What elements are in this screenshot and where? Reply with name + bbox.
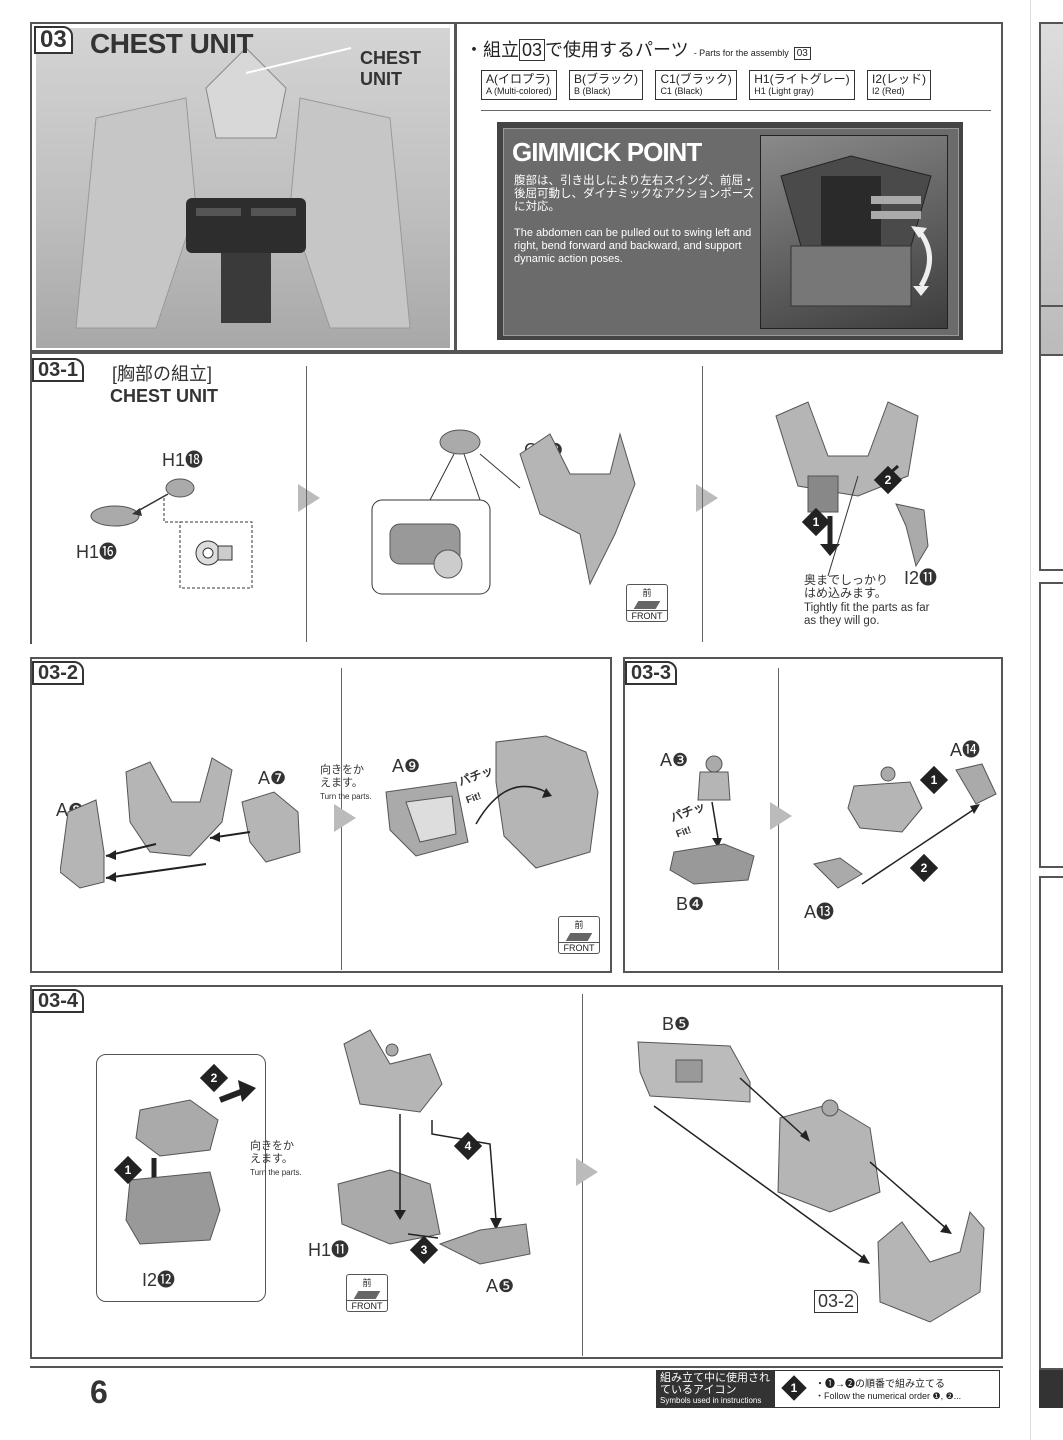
step-03-4-number: 03-4	[32, 989, 85, 1013]
step-03-2-turn-jp: 向きをかえます。	[320, 764, 364, 789]
image-label: CHEST UNIT	[360, 48, 422, 89]
step-03-1-title-jp: [胸部の組立]	[112, 364, 213, 384]
step-03-4-label-i2-12: I2⓬	[142, 1270, 176, 1290]
parts-heading-step: 03	[519, 39, 546, 61]
step-03-1-diagram-b	[371, 429, 636, 595]
step-number: 03	[34, 26, 73, 54]
step-03-2-next-arrow	[334, 804, 356, 832]
step-03-2-label-a9: A❾	[392, 756, 421, 776]
gimmick-inner: GIMMICK POINT 腹部は、引き出しにより左右スイング、前屈・後屈可動し…	[503, 128, 959, 336]
symbols-jp: 組み立て中に使用されているアイコン	[660, 1372, 770, 1396]
footer-divider	[30, 1366, 1003, 1368]
symbols-box: 組み立て中に使用されているアイコン Symbols used in instru…	[656, 1370, 774, 1408]
symbols-en: Symbols used in instructions	[660, 1396, 762, 1405]
step-03-1-next-arrow-1	[298, 484, 320, 512]
step-03-1-number: 03-1	[32, 358, 85, 382]
step-03-3-number: 03-3	[625, 661, 678, 685]
chest-photo	[36, 28, 450, 348]
gimmick-text-jp: 腹部は、引き出しにより左右スイング、前屈・後屈可動し、ダイナミックなアクションポ…	[514, 175, 755, 213]
step-03-4-inset-order-1: 1	[113, 1155, 143, 1185]
parts-item-a: A(イロプラ)A (Multi-colored)	[481, 70, 557, 100]
step-03-3-diagram-a	[669, 755, 755, 885]
gimmick-text-en: The abdomen can be pulled out to swing l…	[514, 227, 752, 265]
gimmick-photo	[760, 135, 948, 329]
step-03-3-order-2: 2	[909, 853, 939, 883]
step-03-2-diagram-b	[385, 735, 599, 869]
order-legend-jp: ・❶→❷の順番で組み立てる	[815, 1379, 945, 1390]
step-03-2-panel	[30, 657, 612, 973]
step-03-3-label-a14: A⓮	[950, 740, 981, 760]
step-03-3-next-arrow	[770, 802, 792, 830]
parts-list: A(イロプラ)A (Multi-colored) B(ブラック)B (Black…	[481, 70, 939, 100]
step-03-1-divider-2	[702, 366, 703, 642]
step-03-4-ref-label: 03-2	[814, 1290, 859, 1313]
step-03-1-order-1: 1	[801, 507, 831, 537]
step-03-1-label-h1-16: H1⓰	[76, 542, 118, 562]
step-03-1-divider-1	[306, 366, 307, 642]
step-03-1-next-arrow-2	[696, 484, 718, 512]
gimmick-title: GIMMICK POINT	[512, 137, 702, 167]
step-03-1-note-en: Tightly fit the parts as far as they wil…	[804, 602, 930, 627]
step-03-1-note-jp: 奥までしっかりはめ込みます。	[804, 573, 889, 600]
section-divider-1	[30, 352, 1003, 354]
step-03-1-order-2: 2	[873, 465, 903, 495]
step-03-4-order-3: 3	[409, 1235, 439, 1265]
step-03-4-order-4: 4	[453, 1131, 483, 1161]
step-03-3-label-a3: A❸	[660, 750, 689, 770]
header-panel: 03 CHEST UNIT CHEST UNIT	[30, 22, 456, 352]
page-number: 6	[90, 1374, 108, 1410]
step-03-4-turn-jp: 向きをかえます。	[250, 1140, 294, 1165]
step-03-3-label-b4: B❹	[676, 894, 705, 914]
parts-heading-prefix: ・組立	[465, 40, 519, 60]
step-03-4-inset-order-2: 2	[199, 1063, 229, 1093]
parts-heading-en-step: 03	[793, 47, 811, 60]
step-03-1-diagram-c	[775, 401, 929, 577]
order-legend-en: ・Follow the numerical order ❶, ❷...	[815, 1391, 962, 1401]
step-03-4-label-a5: A❺	[486, 1276, 515, 1296]
parts-item-b: B(ブラック)B (Black)	[568, 70, 643, 100]
parts-heading-suffix: で使用するパーツ	[545, 40, 689, 60]
step-03-1-label-h1-18: H1⓲	[162, 450, 204, 470]
parts-item-h1: H1(ライトグレー)H1 (Light gray)	[749, 70, 855, 100]
step-03-4-inset	[96, 1054, 266, 1302]
next-page-edge	[1030, 0, 1063, 1440]
page-title: CHEST UNIT	[90, 28, 254, 59]
step-03-3-label-a13: A⓭	[804, 902, 835, 922]
step-03-1-label-i2-11: I2⓫	[904, 568, 938, 588]
step-03-2-turn-en: Turn the parts.	[320, 792, 372, 801]
parts-heading-en: - Parts for the assembly	[693, 48, 789, 58]
step-03-1-left-border	[30, 352, 32, 644]
step-03-4-diagram-b	[337, 1029, 531, 1265]
chest-photo-illustration	[75, 47, 411, 329]
step-03-3-diagram-b	[813, 763, 997, 889]
step-03-4-diagram-a	[125, 1080, 256, 1245]
step-03-2-label-a7: A❼	[258, 768, 287, 788]
step-03-4-diagram-c	[637, 1041, 985, 1323]
step-03-1-diagram-a	[90, 478, 253, 589]
step-03-4-label-h1-11: H1⓫	[308, 1240, 350, 1260]
step-03-4-label-b5: B❺	[662, 1014, 691, 1034]
step-03-3-order-1: 1	[919, 765, 949, 795]
order-legend-icon: 1	[781, 1375, 807, 1401]
step-03-2-diagram-a	[60, 757, 301, 889]
step-03-4-panel	[30, 985, 1003, 1359]
step-03-4-next-arrow	[576, 1158, 598, 1186]
step-03-1-title-en: CHEST UNIT	[110, 386, 218, 406]
parts-item-i2: I2(レッド)I2 (Red)	[867, 70, 932, 100]
parts-item-c1: C1(ブラック)C1 (Black)	[655, 70, 737, 100]
step-03-2-number: 03-2	[32, 661, 85, 685]
parts-divider	[481, 110, 991, 111]
step-03-3-panel	[623, 657, 1003, 973]
step-03-4-turn-en: Turn the parts.	[250, 1168, 302, 1177]
order-legend: 1 ・❶→❷の順番で組み立てる ・Follow the numerical or…	[774, 1370, 1000, 1408]
gimmick-box: GIMMICK POINT 腹部は、引き出しにより左右スイング、前屈・後屈可動し…	[497, 122, 963, 340]
